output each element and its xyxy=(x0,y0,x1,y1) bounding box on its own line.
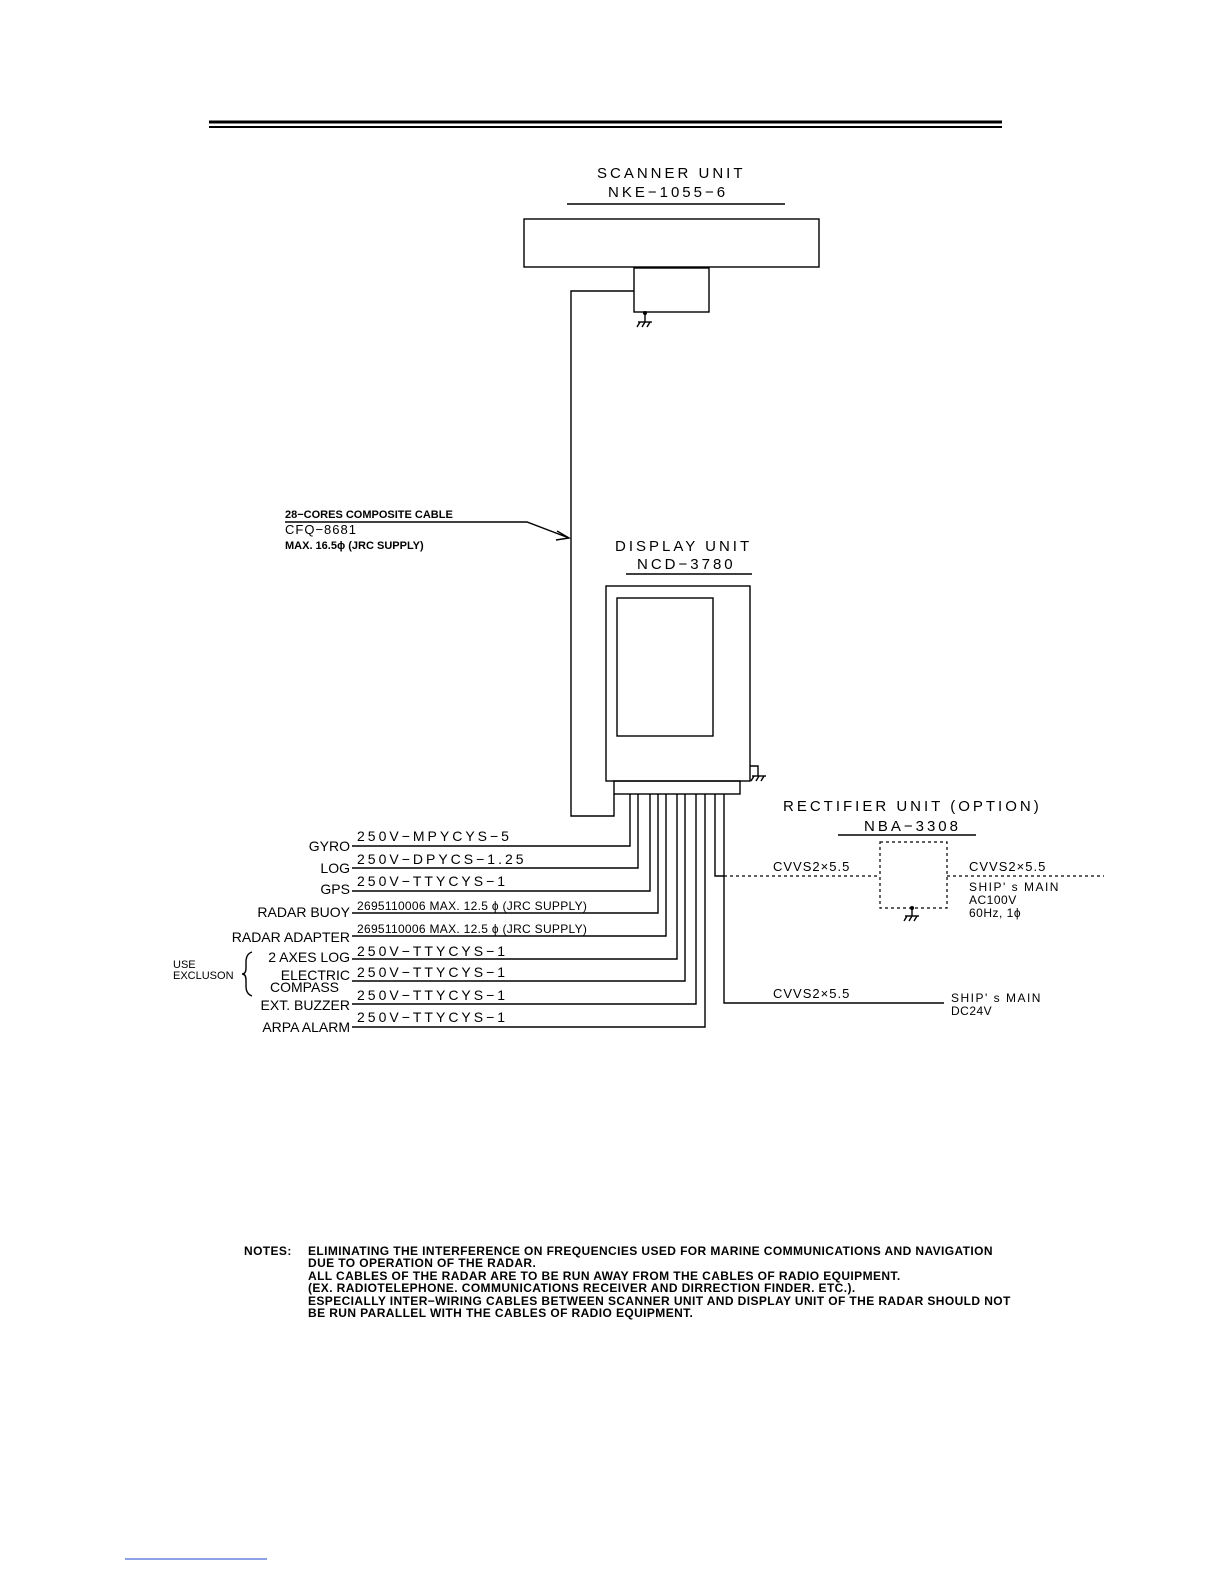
device-label-gyro: GYRO xyxy=(309,838,350,854)
notes-heading: NOTES: xyxy=(244,1244,292,1258)
device-label-electric: ELECTRIC xyxy=(281,967,350,983)
composite-cable-line xyxy=(570,290,634,817)
ships-main-dc-label: SHIP' s MAIN xyxy=(951,991,1042,1005)
connection-2-axes-log: 2 AXES LOG 250V−TTYCYS−1 xyxy=(268,794,678,965)
notes-line-3: ALL CABLES OF THE RADAR ARE TO BE RUN AW… xyxy=(308,1269,901,1283)
notes-line-5: ESPECIALLY INTER−WIRING CABLES BETWEEN S… xyxy=(308,1294,1011,1308)
rectifier-ground-icon xyxy=(903,906,919,922)
cable-label-radar-adapter: 2695110006 MAX. 12.5 ϕ (JRC SUPPLY) xyxy=(357,922,587,936)
cable-label-2-axes-log: 250V−TTYCYS−1 xyxy=(357,943,508,959)
cable-label-gyro: 250V−MPYCYS−5 xyxy=(357,828,512,844)
ships-main-ac-label: SHIP' s MAIN xyxy=(969,880,1060,894)
notes-line-6: BE RUN PARALLEL WITH THE CABLES OF RADIO… xyxy=(308,1306,693,1320)
connection-gps: GPS 250V−TTYCYS−1 xyxy=(320,794,651,897)
use-exclusion-bracket xyxy=(241,951,253,997)
display-screen xyxy=(616,597,714,737)
connection-arpa-alarm: ARPA ALARM 250V−TTYCYS−1 xyxy=(262,794,706,1035)
composite-cable-leader xyxy=(285,521,570,539)
display-unit-box xyxy=(605,585,751,782)
scanner-title: SCANNER UNIT xyxy=(597,165,746,182)
cable-label-ext-buzzer: 250V−TTYCYS−1 xyxy=(357,987,508,1003)
rectifier-model: NBA−3308 xyxy=(864,818,961,835)
use-exclusion-line2: EXCLUSON xyxy=(173,970,234,982)
ships-main-dc-voltage: DC24V xyxy=(951,1004,992,1018)
cable-label-electric-compass: 250V−TTYCYS−1 xyxy=(357,964,508,980)
rectifier-cable-out-label: CVVS2×5.5 xyxy=(969,859,1046,874)
rectifier-cable-in-label: CVVS2×5.5 xyxy=(773,859,850,874)
display-title: DISPLAY UNIT xyxy=(615,538,752,555)
dc-power-line xyxy=(723,794,944,1004)
notes-line-2: DUE TO OPERATION OF THE RADAR. xyxy=(308,1256,536,1270)
use-exclusion-line1: USE xyxy=(173,959,196,971)
composite-cable-spec: MAX. 16.5ϕ (JRC SUPPLY) xyxy=(285,540,424,552)
rectifier-unit-box xyxy=(879,841,948,909)
dc-cable-label: CVVS2×5.5 xyxy=(773,986,850,1001)
cable-label-arpa-alarm: 250V−TTYCYS−1 xyxy=(357,1009,508,1025)
scanner-ground-icon xyxy=(636,311,652,328)
connection-log: LOG 250V−DPYCS−1.25 xyxy=(320,794,639,876)
cable-label-log: 250V−DPYCS−1.25 xyxy=(357,851,527,867)
device-label-gps: GPS xyxy=(320,881,350,897)
connection-gyro: GYRO 250V−MPYCYS−5 xyxy=(309,794,631,854)
device-label-2-axes-log: 2 AXES LOG xyxy=(268,949,350,965)
rectifier-title: RECTIFIER UNIT (OPTION) xyxy=(783,798,1042,815)
notes-line-1: ELIMINATING THE INTERFERENCE ON FREQUENC… xyxy=(308,1244,993,1258)
device-label-ext-buzzer: EXT. BUZZER xyxy=(261,997,350,1013)
ships-main-ac-voltage: AC100V xyxy=(969,893,1017,907)
device-label-log: LOG xyxy=(320,860,350,876)
connection-electric-compass: ELECTRIC COMPASS 250V−TTYCYS−1 xyxy=(270,794,686,995)
scanner-unit-box xyxy=(523,218,820,268)
display-ground-icon xyxy=(750,765,766,782)
device-label-compass: COMPASS xyxy=(270,979,339,995)
display-model: NCD−3780 xyxy=(637,556,736,573)
scanner-junction-box xyxy=(633,267,710,313)
display-terminal-strip xyxy=(613,780,741,795)
notes-line-4: (EX. RADIOTELEPHONE. COMMUNICATIONS RECE… xyxy=(308,1281,856,1295)
device-label-arpa-alarm: ARPA ALARM xyxy=(262,1019,350,1035)
connection-radar-adapter: RADAR ADAPTER 2695110006 MAX. 12.5 ϕ (JR… xyxy=(232,794,667,945)
scanner-model: NKE−1055−6 xyxy=(608,184,728,201)
composite-cable-arrow-icon xyxy=(555,530,572,541)
connection-ext-buzzer: EXT. BUZZER 250V−TTYCYS−1 xyxy=(261,794,697,1013)
cable-label-gps: 250V−TTYCYS−1 xyxy=(357,873,508,889)
connection-radar-buoy: RADAR BUOY 2695110006 MAX. 12.5 ϕ (JRC S… xyxy=(257,794,659,920)
device-label-radar-adapter: RADAR ADAPTER xyxy=(232,929,350,945)
ac-power-line xyxy=(714,794,724,877)
composite-cable-code: CFQ−8681 xyxy=(285,522,357,537)
cable-label-radar-buoy: 2695110006 MAX. 12.5 ϕ (JRC SUPPLY) xyxy=(357,899,587,913)
ships-main-ac-freq: 60Hz, 1ϕ xyxy=(969,906,1021,920)
composite-cable-name: 28−CORES COMPOSITE CABLE xyxy=(285,509,453,521)
device-label-radar-buoy: RADAR BUOY xyxy=(257,904,350,920)
